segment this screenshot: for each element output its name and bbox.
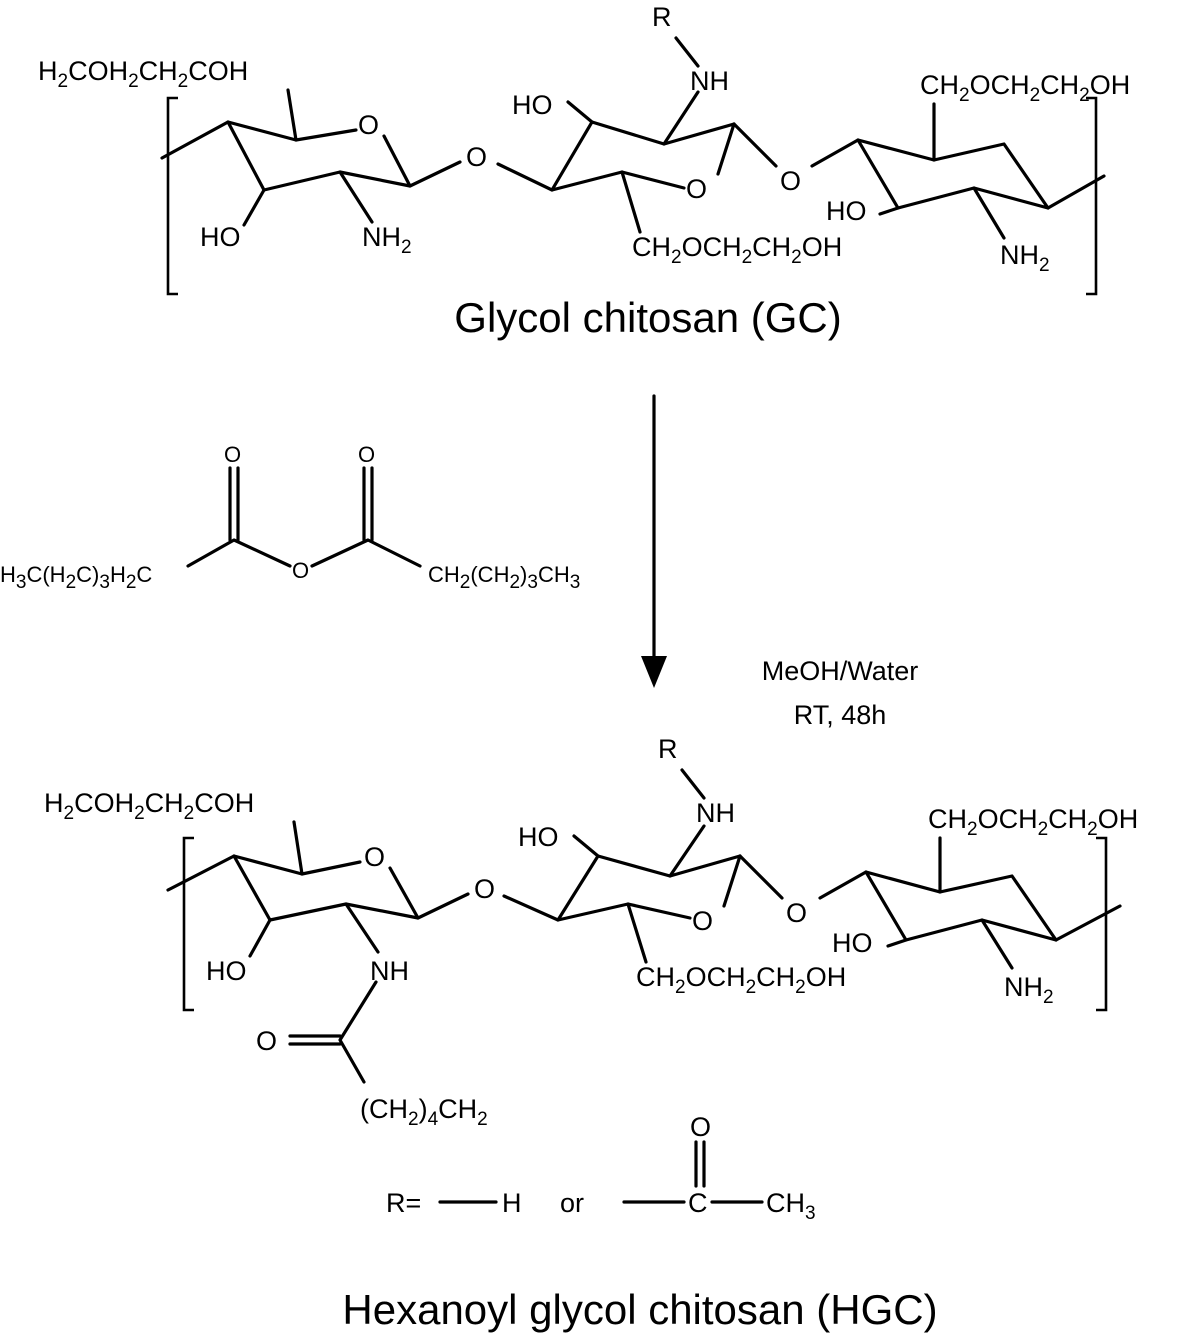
ring-3 <box>856 138 1050 210</box>
r-group-definition: R= H or C O CH3 <box>386 1112 816 1224</box>
hgc-hydroxyethyl-right-label: CH2OCH2CH2OH <box>928 804 1138 840</box>
conditions-line-2: RT, 48h <box>794 700 887 730</box>
conditions-line-1: MeOH/Water <box>762 656 919 686</box>
anhydride-right-chain: CH2(CH2)3CH3 <box>428 562 580 593</box>
nh-top-label: NH <box>690 66 729 96</box>
ho-right-label: HO <box>826 196 867 226</box>
glycosidic-oxygen-1: O <box>466 142 487 172</box>
anhydride-carbonyl-o-left: O <box>224 442 241 467</box>
left-bracket <box>166 96 178 296</box>
hgc-title: Hexanoyl glycol chitosan (HGC) <box>342 1286 937 1333</box>
nh2-left-label: NH2 <box>362 222 412 258</box>
hgc-ho-mid-label: HO <box>518 822 559 852</box>
hydroxyethyl-right-label: CH2OCH2CH2OH <box>920 70 1130 106</box>
hgc-hexanoyl-chain: (CH2)4CH2 <box>360 1094 488 1130</box>
anhydride-carbonyl-o-right: O <box>358 442 375 467</box>
r-acetyl-ch3: CH3 <box>766 1188 816 1224</box>
hgc-nh2-right-label: NH2 <box>1004 972 1054 1008</box>
hgc-right-bracket <box>1096 836 1108 1012</box>
hgc-carbonyl-oxygen: O <box>256 1026 277 1056</box>
hgc-left-bracket <box>182 836 194 1012</box>
r-nh-bond <box>674 36 700 68</box>
r-h-label: H <box>502 1188 522 1218</box>
ring-3-substituents <box>810 102 1106 240</box>
hexanoyl-glycol-chitosan-structure: R NH HO O O O O HO NH O (CH2)4CH2 HO NH2… <box>44 734 1138 1130</box>
ring-2-substituents <box>496 90 778 234</box>
hydroxyethyl-mid-label: CH2OCH2CH2OH <box>632 232 842 268</box>
hgc-ring-1-oxygen: O <box>364 842 385 872</box>
r-acetyl-oxygen: O <box>690 1112 711 1142</box>
hgc-nh-amide-label: NH <box>370 956 409 986</box>
ho-left-label: HO <box>200 222 241 252</box>
r-top-label: R <box>652 2 672 32</box>
hgc-glycosidic-oxygen-2: O <box>786 898 807 928</box>
hexanoic-anhydride-structure: O O O H3C(H2C)3H2C CH2(CH2)3CH3 <box>0 442 580 593</box>
anhydride-bridge-oxygen: O <box>292 558 309 583</box>
hgc-nh-top-label: NH <box>696 798 735 828</box>
r-acetyl-c-label: C <box>688 1188 708 1218</box>
ring-1-oxygen: O <box>358 110 379 140</box>
right-bracket <box>1086 96 1098 296</box>
hgc-hydroxyethyl-mid-label: CH2OCH2CH2OH <box>636 962 846 998</box>
ho-mid-label: HO <box>512 90 553 120</box>
glycol-chitosan-structure: R NH HO O O O O HO NH2 HO NH2 H2COH2CH2C… <box>38 2 1130 341</box>
hgc-ring-2-oxygen: O <box>692 906 713 936</box>
ring-2-oxygen: O <box>686 174 707 204</box>
reaction-arrow <box>641 394 667 688</box>
anhydride-left-chain: H3C(H2C)3H2C <box>0 562 152 593</box>
r-or-label: or <box>560 1188 584 1218</box>
ring-1 <box>226 120 412 192</box>
glycosidic-oxygen-2: O <box>780 166 801 196</box>
hgc-glycosidic-oxygen-1: O <box>474 874 495 904</box>
r-equals-label: R= <box>386 1188 421 1218</box>
hgc-ho-right-label: HO <box>832 928 873 958</box>
hgc-ho-left-label: HO <box>206 956 247 986</box>
hgc-r-top-label: R <box>658 734 678 764</box>
nh2-right-label: NH2 <box>1000 240 1050 276</box>
hgc-hydroxyethyl-left-label: H2COH2CH2COH <box>44 788 254 824</box>
ring-2 <box>550 120 736 192</box>
gc-title: Glycol chitosan (GC) <box>454 294 841 341</box>
hydroxyethyl-left-label: H2COH2CH2COH <box>38 56 248 92</box>
ring-1-substituents <box>160 88 462 227</box>
